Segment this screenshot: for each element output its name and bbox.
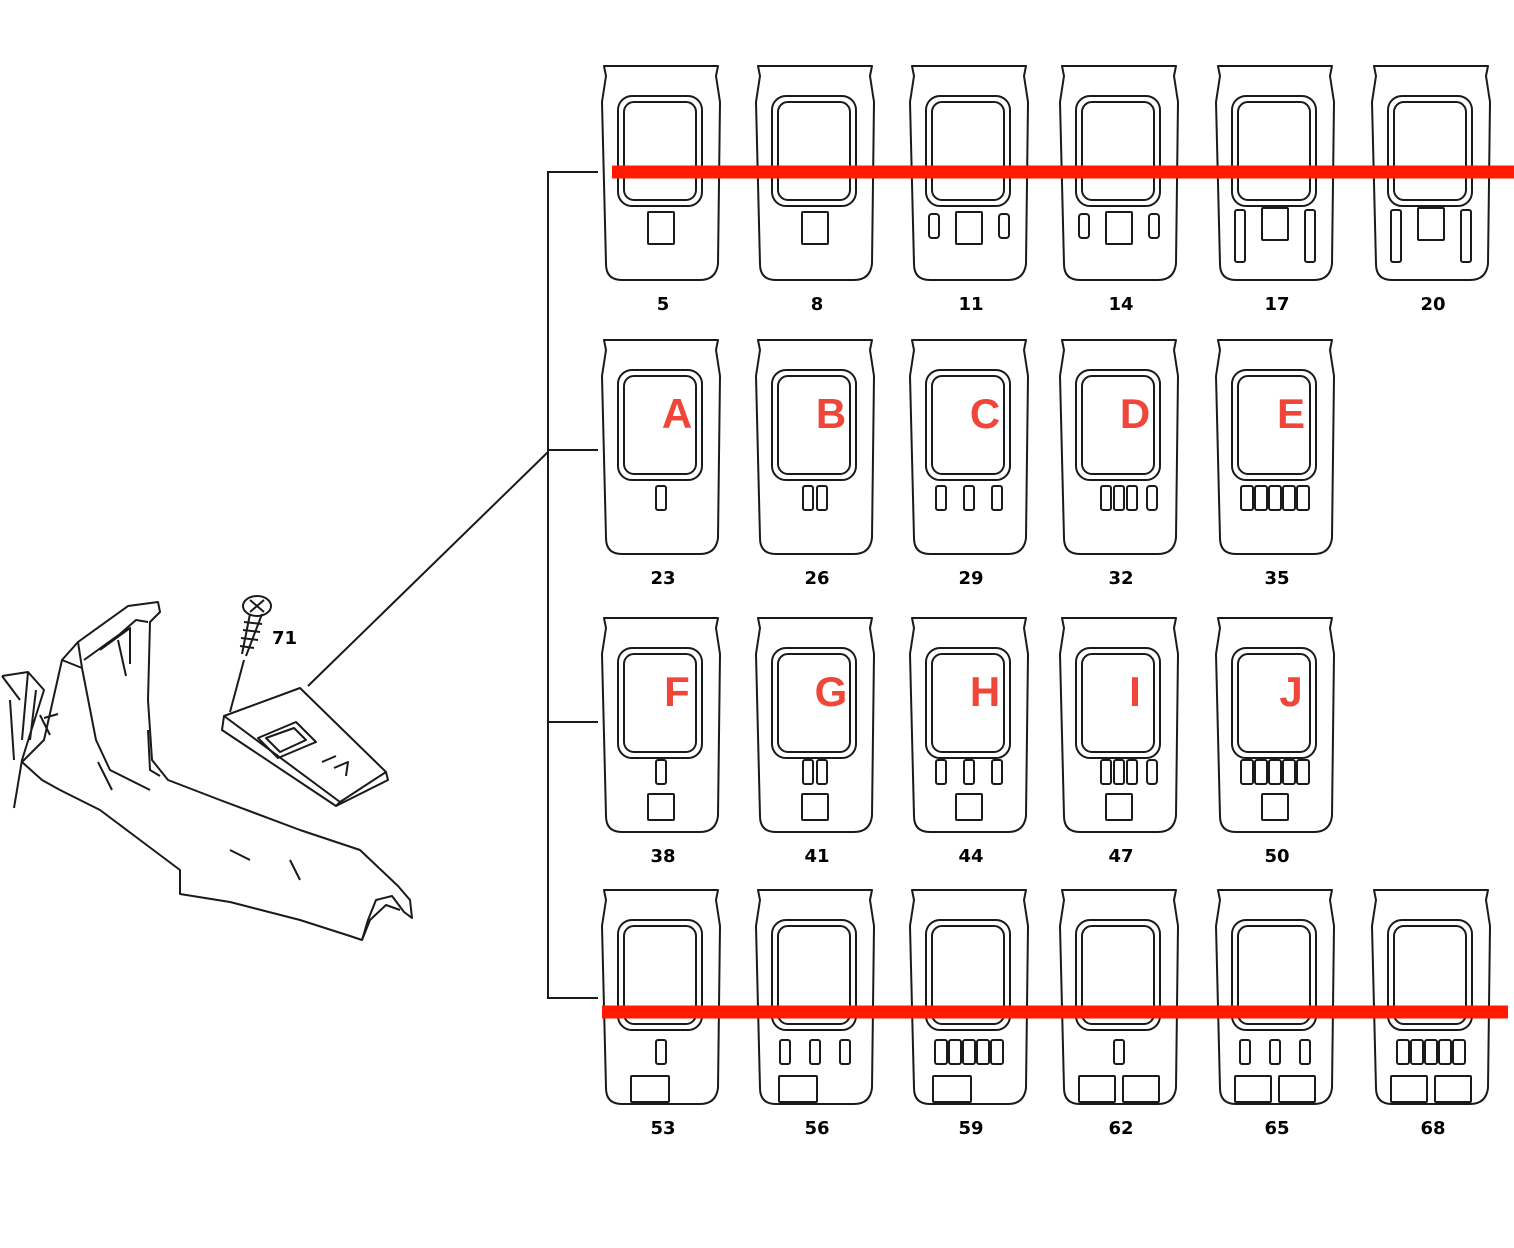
panel-35: 35 E [1215, 339, 1335, 589]
panel-number: 53 [650, 1118, 675, 1139]
panel-5: 5 [601, 65, 721, 315]
shift-plate [221, 687, 389, 807]
panel-letter-label: I [1129, 668, 1141, 715]
panel-number: 35 [1264, 568, 1289, 589]
console-assembly [1, 601, 413, 941]
panel-44: 44 H [909, 617, 1029, 867]
panel-number: 29 [958, 568, 983, 589]
panel-letter-label: E [1277, 390, 1305, 437]
panel-number: 65 [1264, 1118, 1289, 1139]
screw-leader-line [229, 659, 245, 713]
panel-56: 56 [755, 889, 875, 1139]
panel-letter-label: H [970, 668, 1000, 715]
panel-26: 26 B [755, 339, 875, 589]
panel-32: 32 D [1059, 339, 1179, 589]
panel-20: 20 [1371, 65, 1491, 315]
panel-23: 23 A [601, 339, 721, 589]
panel-8: 8 [755, 65, 875, 315]
panel-letter-label: F [664, 668, 690, 715]
panel-letter-label: C [970, 390, 1000, 437]
screw-callout-number: 71 [272, 628, 297, 649]
panel-62: 62 [1059, 889, 1179, 1139]
panel-number: 59 [958, 1118, 983, 1139]
panel-letter-label: B [816, 390, 846, 437]
panel-53: 53 [601, 889, 721, 1139]
panel-number: 68 [1420, 1118, 1445, 1139]
panel-number: 17 [1264, 294, 1289, 315]
panel-number: 32 [1108, 568, 1133, 589]
panel-14: 14 [1059, 65, 1179, 315]
panel-38: 38 F [601, 617, 721, 867]
panel-letter-label: A [662, 390, 692, 437]
panel-number: 14 [1108, 294, 1133, 315]
panel-number: 5 [657, 294, 670, 315]
leader-lines [307, 171, 598, 999]
panel-letter-label: D [1120, 390, 1150, 437]
panel-29: 29 C [909, 339, 1029, 589]
panel-letter-label: G [815, 668, 848, 715]
panel-number: 38 [650, 846, 675, 867]
panel-65: 65 [1215, 889, 1335, 1139]
panel-number: 47 [1108, 846, 1133, 867]
panel-number: 8 [811, 294, 824, 315]
panel-number: 41 [804, 846, 829, 867]
panel-number: 26 [804, 568, 829, 589]
panel-68: 68 [1371, 889, 1491, 1139]
panel-11: 11 [909, 65, 1029, 315]
panel-17: 17 [1215, 65, 1335, 315]
panel-50: 50 J [1215, 617, 1335, 867]
panel-number: 62 [1108, 1118, 1133, 1139]
panel-number: 50 [1264, 846, 1289, 867]
panel-number: 20 [1420, 294, 1445, 315]
panel-number: 11 [958, 294, 983, 315]
screw-icon [239, 595, 272, 657]
panel-59: 59 [909, 889, 1029, 1139]
panel-number: 56 [804, 1118, 829, 1139]
panel-47: 47 I [1059, 617, 1179, 867]
panel-number: 23 [650, 568, 675, 589]
panel-letter-label: J [1279, 668, 1302, 715]
panel-number: 44 [958, 846, 983, 867]
panel-41: 41 G [755, 617, 875, 867]
